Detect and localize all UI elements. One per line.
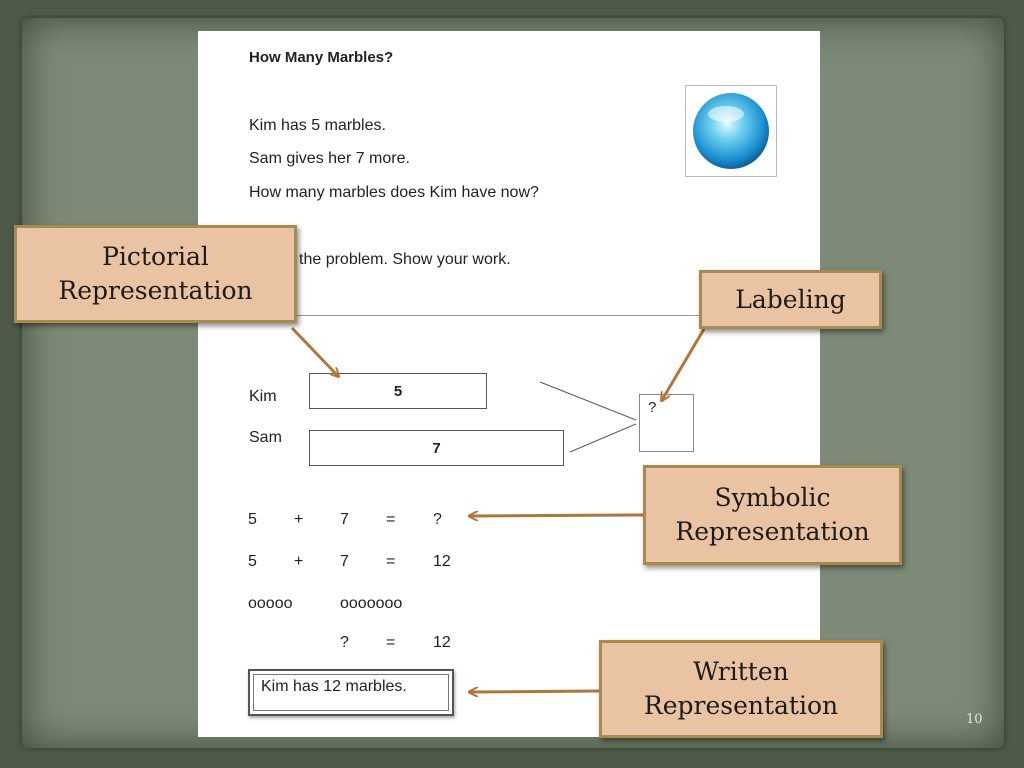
problem-line-1: Kim has 5 marbles. [249, 117, 386, 134]
marble-picture [685, 85, 777, 177]
callout-symbolic-line1: Symbolic [714, 483, 831, 513]
callout-pictorial-line2: Representation [58, 276, 253, 305]
problem-line-2: Sam gives her 7 more. [249, 150, 410, 167]
eq2-op: + [294, 553, 304, 570]
blue-marble-icon [693, 93, 769, 169]
kim-bar-value: 5 [393, 382, 403, 400]
eq3-eq: = [386, 634, 396, 651]
arrow-written [470, 691, 601, 692]
callout-symbolic-line2: Representation [675, 517, 870, 546]
eq3-unknown: ? [340, 634, 349, 651]
answer-box: Kim has 12 marbles. [248, 669, 454, 716]
eq2-eq: = [386, 553, 396, 570]
arrow-pictorial [290, 326, 338, 376]
callout-pictorial-line1: Pictorial [102, 242, 209, 272]
sam-bar-value: 7 [432, 439, 441, 457]
eq1-op: + [294, 511, 304, 528]
eq1-b: 7 [340, 511, 349, 528]
instruction-text: the problem. Show your work. [299, 251, 511, 268]
eq1-result: ? [433, 511, 442, 528]
callout-written-line2: Representation [643, 691, 839, 720]
unknown-total-mark: ? [648, 399, 657, 416]
bracket-line-bottom [569, 423, 637, 453]
eq1-eq: = [386, 511, 396, 528]
arrow-labeling [662, 328, 706, 400]
callout-symbolic: Symbolic Representation [643, 465, 902, 565]
bracket-line-top [539, 381, 637, 421]
callout-labeling-text: Labeling [735, 284, 846, 314]
callout-written: Written Representation [599, 640, 883, 738]
eq2-b: 7 [340, 553, 349, 570]
eq2-result: 12 [433, 553, 451, 570]
problem-line-3: How many marbles does Kim have now? [249, 184, 539, 201]
eq1-a: 5 [248, 511, 257, 528]
page-number: 10 [966, 712, 983, 727]
tally-sam: ooooooo [340, 595, 403, 612]
answer-text: Kim has 12 marbles. [253, 674, 449, 711]
divider-line [249, 315, 820, 316]
eq3-result: 12 [433, 634, 451, 651]
sam-label: Sam [249, 429, 282, 446]
callout-pictorial: Pictorial Representation [14, 225, 297, 323]
tally-kim: ooooo [248, 595, 293, 612]
kim-label: Kim [249, 388, 277, 405]
callout-labeling: Labeling [699, 270, 882, 329]
sam-bar: 7 [309, 430, 564, 466]
eq2-a: 5 [248, 553, 257, 570]
arrow-symbolic [470, 515, 645, 516]
unknown-total-box: ? [639, 394, 694, 452]
callout-written-line1: Written [693, 657, 789, 687]
worksheet-title: How Many Marbles? [249, 49, 394, 66]
